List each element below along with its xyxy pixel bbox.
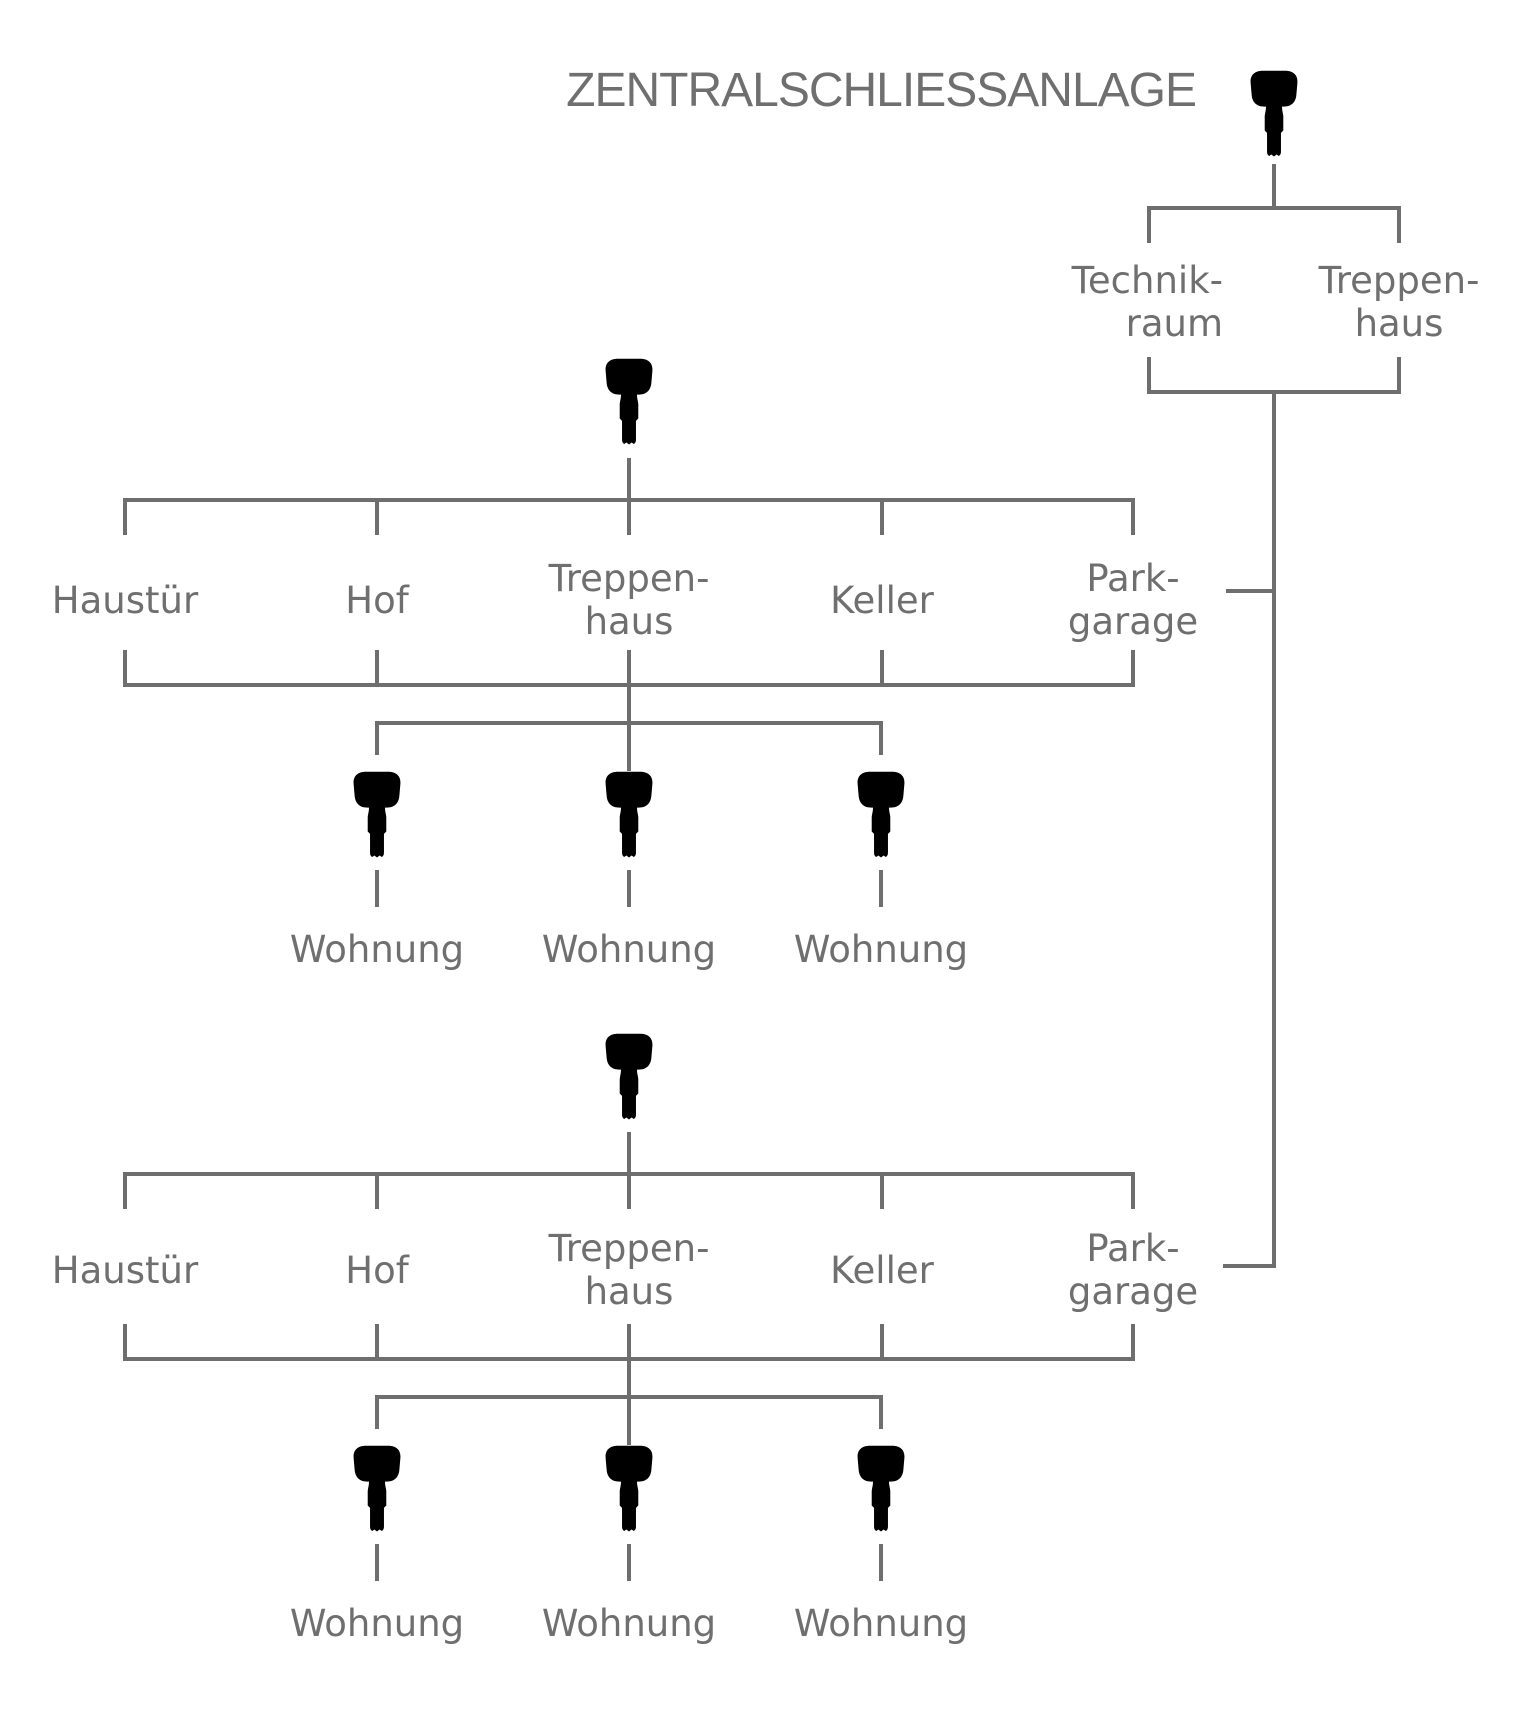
diagram-title: ZENTRALSCHLIESSANLAGE — [566, 64, 1197, 117]
master-top-bracket — [1147, 206, 1401, 243]
building1-apartment-bracket — [375, 721, 883, 755]
key-icon — [605, 1445, 653, 1532]
key-icon — [1250, 70, 1298, 157]
label-treppenhaus-master: Treppen- haus — [1318, 259, 1480, 345]
key-icon — [353, 771, 401, 858]
label-haustuer-1: Haustür — [51, 579, 199, 622]
building2-apartment-bracket — [375, 1395, 883, 1429]
label-wohnung-2-3: Wohnung — [793, 1602, 969, 1645]
key-icon — [605, 771, 653, 858]
master-bottom-bracket — [1147, 357, 1401, 394]
label-technikraum: Technik- raum — [1071, 259, 1223, 345]
label-treppenhaus-1: Treppen- haus — [548, 557, 710, 643]
label-parkgarage-2: Park- garage — [1067, 1227, 1199, 1313]
label-haustuer-2: Haustür — [51, 1249, 199, 1292]
trunk-vertical-line — [1223, 392, 1276, 1268]
label-wohnung-2-2: Wohnung — [541, 1602, 717, 1645]
key-icon — [857, 1445, 905, 1532]
label-parkgarage-1: Park- garage — [1067, 557, 1199, 643]
key-icon — [605, 1033, 653, 1120]
label-wohnung-1-2: Wohnung — [541, 928, 717, 971]
label-hof-2: Hof — [345, 1249, 409, 1292]
label-keller-1: Keller — [830, 579, 934, 622]
label-treppenhaus-2: Treppen- haus — [548, 1227, 710, 1313]
key-icon — [353, 1445, 401, 1532]
label-wohnung-1-3: Wohnung — [793, 928, 969, 971]
label-wohnung-1-1: Wohnung — [289, 928, 465, 971]
label-wohnung-2-1: Wohnung — [289, 1602, 465, 1645]
key-icon — [605, 358, 653, 445]
key-icon — [857, 771, 905, 858]
label-hof-1: Hof — [345, 579, 409, 622]
label-keller-2: Keller — [830, 1249, 934, 1292]
